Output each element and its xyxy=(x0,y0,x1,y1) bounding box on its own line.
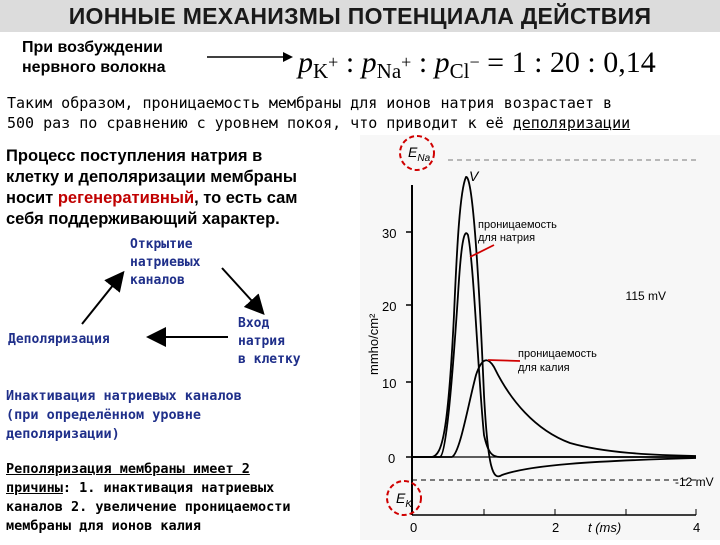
process-paragraph: Процесс поступления натрия в клетку и де… xyxy=(6,147,298,228)
high-voltage-label: 115 mV xyxy=(626,289,666,303)
potassium-pointer-icon xyxy=(487,359,521,362)
excitation-text: При возбуждении нервного волокна xyxy=(22,39,166,76)
summary-paragraph: Таким образом, проницаемость мембраны дл… xyxy=(7,94,631,132)
xtick-4: 4 xyxy=(693,520,700,535)
xtick-0: 0 xyxy=(410,520,417,535)
e-k-highlight-circle xyxy=(386,480,422,516)
repolarization-text: Реполяризация мембраны имеет 2 причины: … xyxy=(6,461,291,534)
e-na-label: ENa xyxy=(408,144,431,164)
sodium-annotation-line1: проницаемость xyxy=(478,219,557,231)
arrow-to-opening-icon xyxy=(81,270,125,325)
cycle-depolarization-label: Деполяризация xyxy=(8,332,110,347)
permeability-formula: pK+ : pNa+ : pCl− = 1 : 20 : 0,14 xyxy=(298,46,656,83)
excitation-arrow-icon xyxy=(207,52,293,62)
xtick-2: 2 xyxy=(552,520,559,535)
potassium-annotation-line2: для калия xyxy=(518,362,570,374)
low-voltage-label: -12 mV xyxy=(675,475,714,489)
ytick-20: 20 xyxy=(382,299,396,314)
sodium-pointer-icon xyxy=(469,244,495,258)
ytick-0: 0 xyxy=(388,451,395,466)
potassium-conductance-curve xyxy=(412,359,697,458)
arrow-to-entry-icon xyxy=(221,267,265,315)
regenerative-term: регенеративный xyxy=(57,189,195,207)
ytick-30: 30 xyxy=(382,226,396,241)
potassium-annotation-line1: проницаемость xyxy=(518,348,597,360)
y-axis-label: mmho/cm² xyxy=(366,313,381,375)
x-axis-label: t (ms) xyxy=(588,520,621,535)
inactivation-text: Инактивация натриевых каналов (при опред… xyxy=(6,388,242,442)
ytick-10: 10 xyxy=(382,376,396,391)
e-k-label: EK xyxy=(396,490,413,510)
sodium-conductance-curve xyxy=(412,232,696,458)
graph-canvas: 30 20 10 0 mmho/cm² 0 2 4 t (ms) V 115 m… xyxy=(360,135,720,540)
e-na-highlight-circle xyxy=(399,135,435,171)
sodium-annotation-line2: для натрия xyxy=(478,232,535,244)
cycle-arrows xyxy=(81,267,265,347)
voltage-label: V xyxy=(469,168,480,184)
cycle-entry-label: Вход натрия в клетку xyxy=(238,316,301,367)
depolarization-term: деполяризации xyxy=(512,114,631,132)
cycle-opening-label: Открытие натриевых каналов xyxy=(130,237,201,288)
page-title: ИОННЫЕ МЕХАНИЗМЫ ПОТЕНЦИАЛА ДЕЙСТВИЯ xyxy=(0,0,720,32)
action-potential-graph: 30 20 10 0 mmho/cm² 0 2 4 t (ms) V 115 m… xyxy=(360,135,720,540)
voltage-curve xyxy=(412,176,697,478)
